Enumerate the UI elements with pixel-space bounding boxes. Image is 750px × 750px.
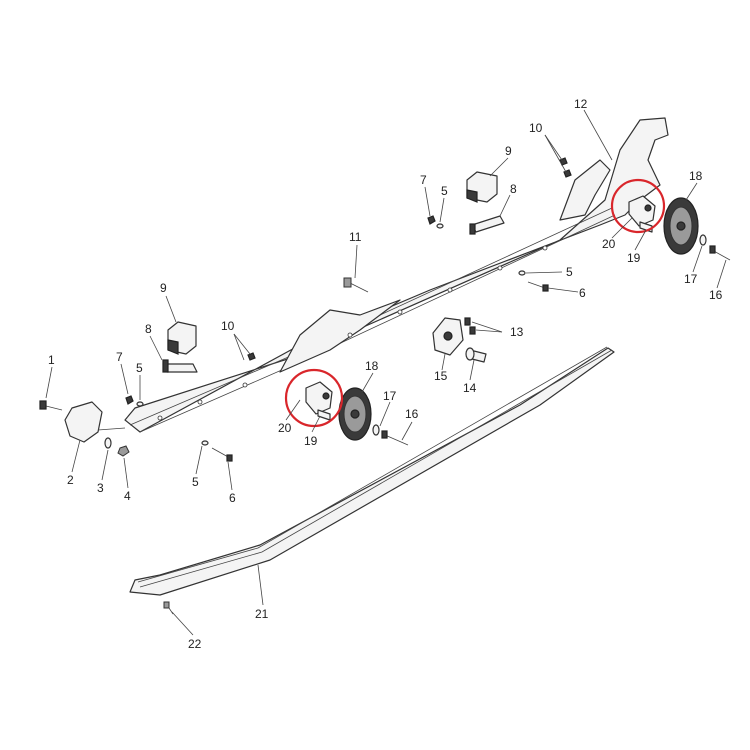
callout-15: 15 (434, 369, 448, 383)
nut-4 (117, 445, 130, 457)
washer-3 (104, 437, 112, 449)
spacer-20-lower (305, 381, 333, 415)
washer-5-lower (201, 440, 209, 446)
bolt-6-lower (211, 447, 233, 462)
callout-19b: 19 (304, 434, 318, 448)
callout-1: 1 (48, 353, 55, 367)
callout-13: 13 (510, 325, 524, 339)
pin-14 (465, 347, 487, 363)
washer-5-upper (436, 223, 444, 229)
slider-8-right (469, 215, 505, 235)
highlight-circle-lower (284, 368, 344, 428)
washer-17-lower (372, 424, 380, 436)
callout-labels: 1 2 3 4 5 5 5 5 6 6 7 7 8 8 9 9 10 10 11… (48, 97, 723, 651)
callout-7a: 7 (116, 350, 123, 364)
bolt-16-lower (381, 430, 409, 446)
bolt-16-right (709, 245, 731, 261)
rail-holes (157, 245, 548, 421)
callout-8a: 8 (145, 322, 152, 336)
wheel-18-lower (338, 387, 372, 441)
slide-rail (124, 117, 669, 433)
bolt-1 (39, 400, 63, 411)
callout-16a: 16 (709, 288, 723, 302)
slider-block-9-right (466, 171, 498, 203)
callout-8b: 8 (510, 182, 517, 196)
nuts-10-upper (559, 157, 572, 178)
callout-12: 12 (574, 97, 588, 111)
callout-5a: 5 (136, 361, 143, 375)
callout-18b: 18 (365, 359, 379, 373)
callout-18a: 18 (689, 169, 703, 183)
bolt-6-right (527, 281, 549, 292)
wheel-18-upper (663, 197, 699, 255)
nuts-10-left (247, 352, 256, 361)
rivet-22 (163, 601, 174, 615)
nut-7-left (125, 395, 134, 405)
wear-strip (129, 346, 615, 596)
callout-16b: 16 (405, 407, 419, 421)
callout-9a: 9 (160, 281, 167, 295)
slider-block-9-left (167, 321, 197, 355)
callout-5c: 5 (441, 184, 448, 198)
callout-10b: 10 (529, 121, 543, 135)
callout-3: 3 (97, 481, 104, 495)
slider-8-left (162, 359, 198, 373)
callout-17a: 17 (684, 272, 698, 286)
callout-4: 4 (124, 489, 131, 503)
callout-14: 14 (463, 381, 477, 395)
bolt-11 (343, 277, 369, 293)
callout-11: 11 (349, 230, 362, 244)
callout-6b: 6 (579, 286, 586, 300)
callout-5b: 5 (192, 475, 199, 489)
callout-20b: 20 (278, 421, 292, 435)
callout-6a: 6 (229, 491, 236, 505)
nut-7-upper (427, 215, 436, 225)
spacer-20-upper (628, 195, 656, 227)
front-cap (64, 401, 126, 443)
callout-9b: 9 (505, 144, 512, 158)
callout-17b: 17 (383, 389, 397, 403)
callout-10a: 10 (221, 319, 235, 333)
axle-19-lower (317, 409, 331, 421)
washer-5-left (136, 401, 144, 407)
callout-5d: 5 (566, 265, 573, 279)
callout-7b: 7 (420, 173, 427, 187)
washer-5-right (518, 270, 526, 276)
leader-lines (45, 109, 727, 636)
bolts-13 (464, 317, 476, 335)
bracket-15 (432, 317, 464, 356)
callout-2: 2 (67, 473, 74, 487)
highlight-circle-upper (610, 178, 666, 234)
callout-21: 21 (255, 607, 269, 621)
washer-17-right (699, 234, 707, 246)
callout-20a: 20 (602, 237, 616, 251)
callout-19a: 19 (627, 251, 641, 265)
callout-22: 22 (188, 637, 202, 651)
